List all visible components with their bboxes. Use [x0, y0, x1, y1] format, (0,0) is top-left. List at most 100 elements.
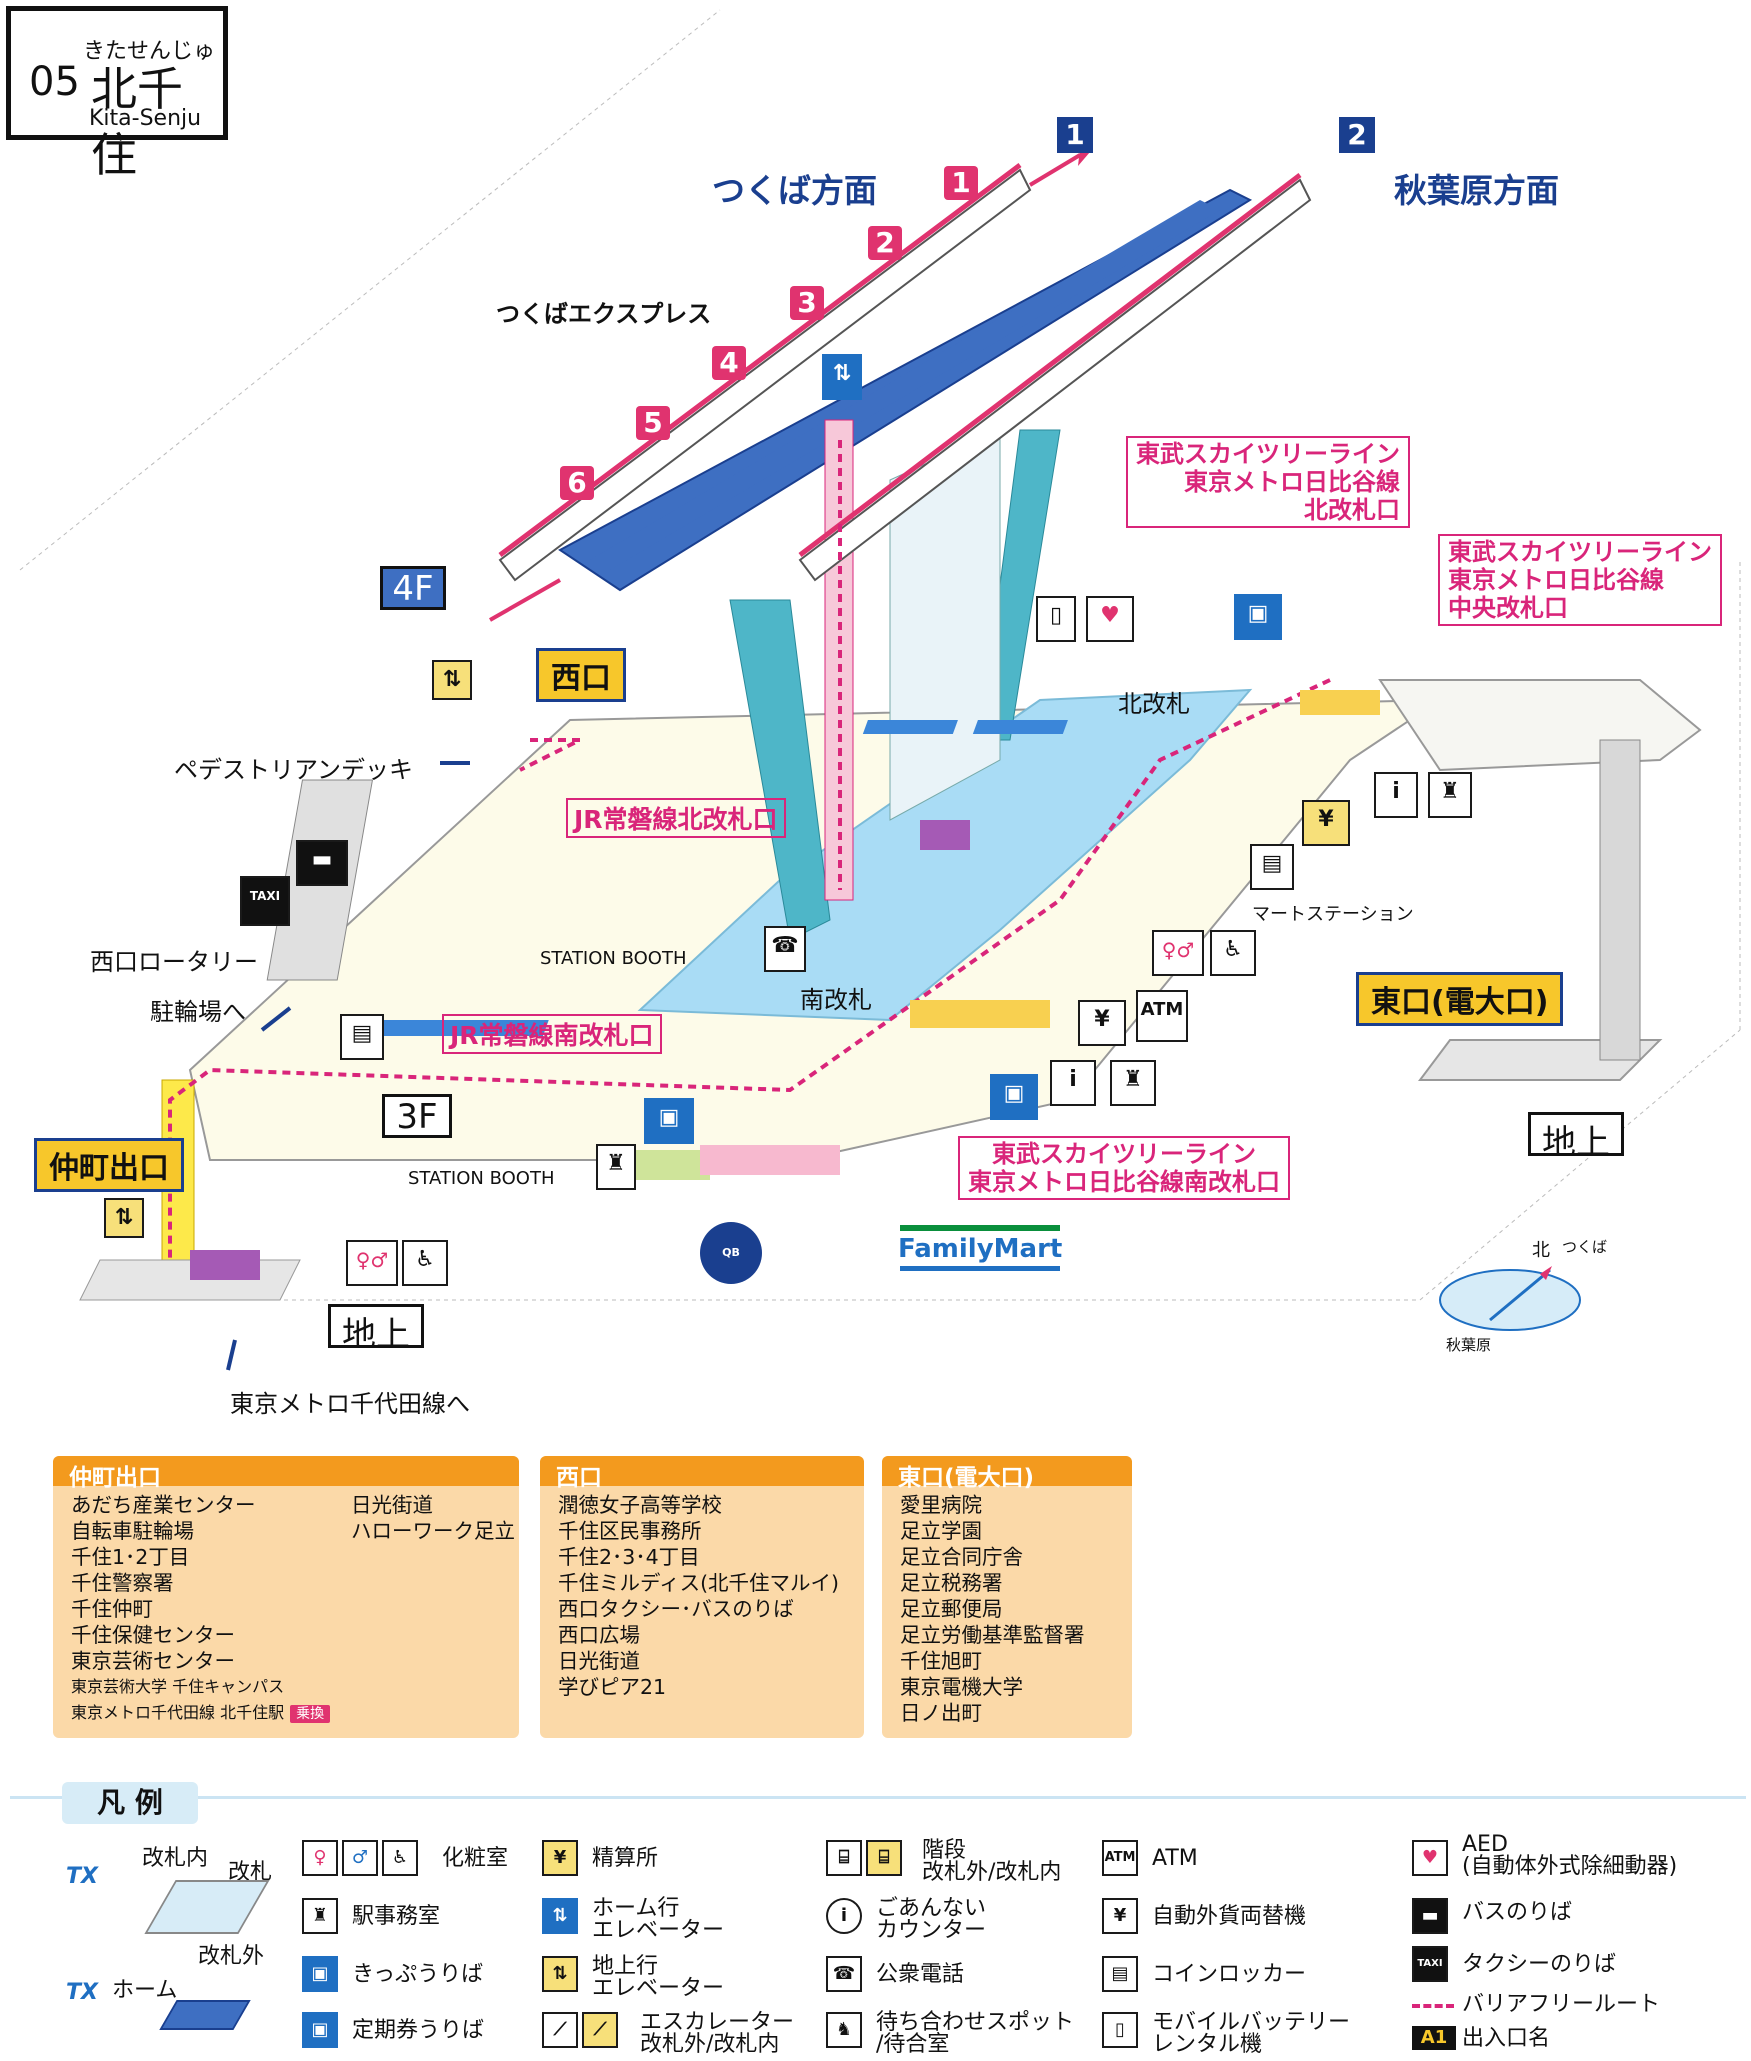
station-badge: きたせんじゅ 05 北千住 Kita-Senju — [6, 6, 228, 182]
legend-title: 凡 例 — [62, 1782, 198, 1824]
shops — [190, 690, 1380, 1280]
east-deck — [1378, 679, 1702, 772]
info-item: 自転車駐輪場 — [71, 1519, 194, 1543]
west-rotary-label: 西口ロータリー — [90, 948, 258, 976]
info-item: 千住旭町 — [900, 1649, 982, 1673]
gate-tobu-north: 東武スカイツリーライン 東京メトロ日比谷線 北改札口 — [1126, 436, 1410, 528]
legend-info: ごあんない カウンター — [876, 1896, 987, 1943]
female-restroom-icon: ♀ — [302, 1840, 338, 1876]
platform-number-1: 1 — [1057, 117, 1093, 153]
info-item: 足立学園 — [900, 1519, 982, 1543]
platform-deck — [590, 200, 1220, 570]
exit-nakacho[interactable]: 仲町出口 — [34, 1138, 184, 1192]
north-gate-label: 北改札 — [1118, 690, 1190, 718]
info-box-title: 西口 — [540, 1456, 864, 1491]
legend-elev-ground: 地上行 エレベーター — [592, 1954, 725, 2001]
aed-icon: ♥ — [1412, 1840, 1448, 1876]
restroom-icon: ♀♂ — [346, 1240, 398, 1286]
info-item: 東京芸術大学 千住キャンパス — [71, 1677, 285, 1696]
compass-tsukuba: つくば — [1562, 1238, 1608, 1256]
info-item: 千住1･2丁目 — [71, 1545, 190, 1569]
taxi-icon: TAXI — [240, 876, 290, 926]
station-office-icon: ♜ — [1110, 1060, 1156, 1106]
station-booth-label-1: STATION BOOTH — [540, 948, 687, 969]
toward-tsukuba: つくば方面 — [712, 171, 877, 210]
pedestrian-deck-label: ペデストリアンデッキ — [174, 756, 414, 784]
elevator-icon: ⇅ — [822, 354, 862, 400]
legend-station-office: 駅事務室 — [352, 1904, 441, 1929]
legend-gate-inside: 改札内 — [142, 1846, 209, 1871]
station-romaji: Kita-Senju — [89, 106, 202, 131]
taxi-icon: TAXI — [1412, 1946, 1448, 1982]
ground-outline — [19, 9, 1741, 1301]
legend-gate-outside: 改札外 — [198, 1944, 265, 1969]
info-box-west: 西口 潤徳女子高等学校 千住区民事務所 千住2･3･4丁目 千住ミルディス(北千… — [540, 1456, 864, 1738]
car-number: 5 — [636, 406, 670, 440]
familymart-label: FamilyMart — [898, 1234, 1063, 1264]
bus-icon: ▬ — [1412, 1898, 1448, 1934]
info-item: 西口広場 — [558, 1623, 640, 1647]
aed-icon: ♥ — [1086, 596, 1134, 642]
legend-elev-home: ホーム行 エレベーター — [592, 1896, 725, 1943]
info-item-text: 東京メトロ千代田線 北千住駅 — [71, 1703, 285, 1722]
escalator-icon: ⟋ — [542, 2012, 578, 2048]
mart-station-label: マートステーション — [1252, 904, 1414, 925]
info-item: 千住警察署 — [71, 1571, 174, 1595]
phone-icon: ☎ — [826, 1956, 862, 1992]
gate-tobu-south: 東武スカイツリーライン 東京メトロ日比谷線南改札口 — [958, 1136, 1290, 1200]
info-box-title: 東口(電大口) — [882, 1456, 1132, 1491]
barrier-free-route — [168, 440, 1331, 1260]
bicycle-parking-label: 駐輪場へ — [150, 998, 246, 1026]
info-item: 東京メトロ千代田線 北千住駅乗換 — [71, 1700, 331, 1727]
info-item: 潤徳女子高等学校 — [558, 1493, 722, 1517]
waiting-spot-icon: ♞ — [826, 2012, 862, 2048]
stairs-icon: ⌸ — [866, 1840, 902, 1876]
gate-jr-north: JR常磐線北改札口 — [566, 798, 786, 838]
platform-elevator-shaft — [824, 419, 854, 901]
compass-north: 北 — [1532, 1240, 1550, 1261]
exit-west[interactable]: 西口 — [536, 648, 626, 702]
battery-icon: ▯ — [1102, 2012, 1138, 2048]
info-item: 千住保健センター — [71, 1623, 235, 1647]
wheelchair-icon: ♿ — [402, 1240, 448, 1286]
car-number: 4 — [712, 346, 746, 380]
info-item: あだち産業センター — [71, 1493, 256, 1517]
legend-aed: AED (自動体外式除細動器) — [1462, 1832, 1678, 1879]
ticket-icon: ▣ — [302, 1956, 338, 1992]
legend-atm: ATM — [1152, 1846, 1198, 1871]
column-west — [729, 599, 831, 941]
nav-arrows — [226, 761, 470, 1371]
info-item: 日ノ出町 — [900, 1701, 982, 1725]
exit-sample-badge: A1 — [1412, 2026, 1456, 2050]
legend-battery: モバイルバッテリー レンタル機 — [1152, 2010, 1351, 2057]
wheelchair-icon: ♿ — [1210, 930, 1256, 976]
floor-label-ground-left: 地上 — [328, 1304, 424, 1355]
commuter-pass-icon: ▣ — [302, 2012, 338, 2048]
station-name: 北千住 — [91, 62, 183, 182]
info-item: 東京電機大学 — [900, 1675, 1023, 1699]
barrier-free-line-icon — [1412, 2004, 1454, 2012]
compass — [1439, 1266, 1581, 1331]
legend-stairs: 階段 改札外/改札内 — [922, 1838, 1062, 1885]
info-box-title: 仲町出口 — [53, 1456, 519, 1491]
info-item: 足立郵便局 — [900, 1597, 1003, 1621]
stairs-icon: ⌸ — [826, 1840, 862, 1876]
legend-exit-name: 出入口名 — [1462, 2026, 1551, 2051]
info-item: 日光街道 — [558, 1649, 640, 1673]
escalator-icon: ⟋ — [582, 2012, 618, 2048]
legend-escalator: エスカレーター 改札外/改札内 — [640, 2010, 795, 2057]
locker-icon: ▤ — [1102, 1956, 1138, 1992]
restroom-icon: ♀♂ — [1152, 930, 1204, 976]
tx-logo: TX — [66, 1980, 98, 2005]
legend-exchange: 自動外貨両替機 — [1152, 1904, 1307, 1929]
elevator-icon: ⇅ — [542, 1956, 578, 1992]
legend-ticket: きっぷうりば — [352, 1962, 484, 1987]
fare-adjust-icon: ¥ — [542, 1840, 578, 1876]
info-box-nakacho: 仲町出口 あだち産業センター 自転車駐輪場 千住1･2丁目 千住警察署 千住仲町… — [53, 1456, 519, 1738]
locker-icon: ▤ — [340, 1014, 384, 1060]
toward-akihabara: 秋葉原方面 — [1394, 171, 1559, 210]
gate-tobu-central: 東武スカイツリーライン 東京メトロ日比谷線 中央改札口 — [1438, 534, 1722, 626]
exit-east[interactable]: 東口(電大口) — [1356, 972, 1564, 1026]
platform-number-2: 2 — [1339, 117, 1375, 153]
legend-commuter-pass: 定期券うりば — [352, 2018, 485, 2043]
